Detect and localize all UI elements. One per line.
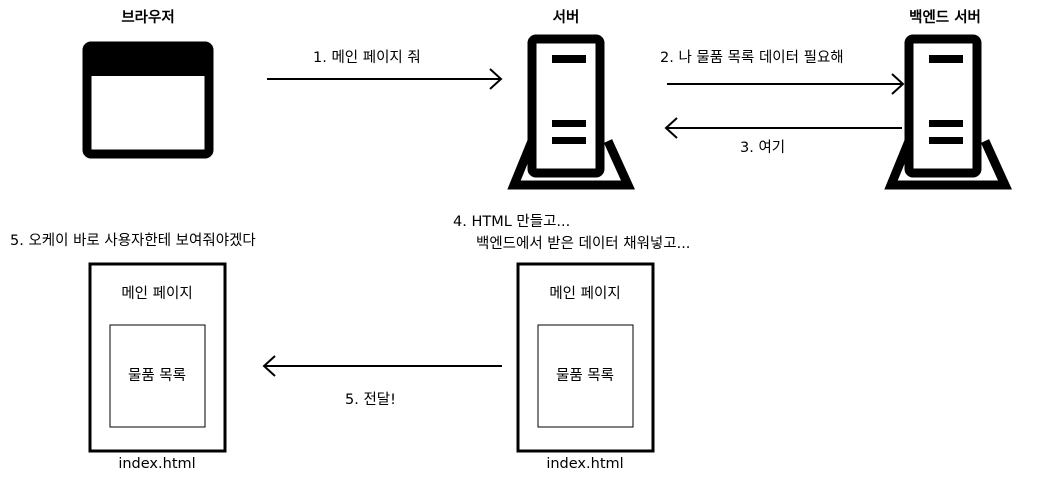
- backend-server-label: 백엔드 서버: [909, 10, 981, 26]
- server-doc-inner-label: 물품 목록: [556, 368, 614, 384]
- server-document: [516, 262, 655, 453]
- step-show-user: 5. 오케이 바로 사용자한테 보여줘야겠다: [10, 233, 256, 249]
- step-build-html-line2: 백엔드에서 받은 데이터 채워넣고...: [476, 236, 691, 252]
- server-icon: [514, 39, 628, 185]
- browser-doc-inner-label: 물품 목록: [128, 368, 186, 384]
- server-doc-title: 메인 페이지: [549, 286, 621, 302]
- browser-document: [88, 262, 227, 453]
- browser-label: 브라우저: [121, 10, 175, 26]
- server-doc-filename: index.html: [546, 456, 624, 472]
- step-build-html-line1: 4. HTML 만들고...: [453, 214, 571, 230]
- step-response-data: 3. 여기: [740, 140, 786, 156]
- arrow-browser-to-server: [267, 68, 503, 90]
- step-deliver: 5. 전달!: [345, 392, 396, 408]
- browser-doc-filename: index.html: [118, 456, 196, 472]
- arrow-server-to-browser: [262, 355, 502, 377]
- step-request-data: 2. 나 물품 목록 데이터 필요해: [660, 50, 844, 66]
- server-label: 서버: [552, 10, 580, 26]
- browser-doc-title: 메인 페이지: [121, 286, 193, 302]
- arrow-server-to-backend: [667, 73, 905, 95]
- backend-server-icon: [891, 39, 1005, 185]
- arrow-backend-to-server: [664, 117, 902, 139]
- browser-window-icon: [82, 41, 214, 159]
- step-request-page: 1. 메인 페이지 줘: [313, 50, 421, 66]
